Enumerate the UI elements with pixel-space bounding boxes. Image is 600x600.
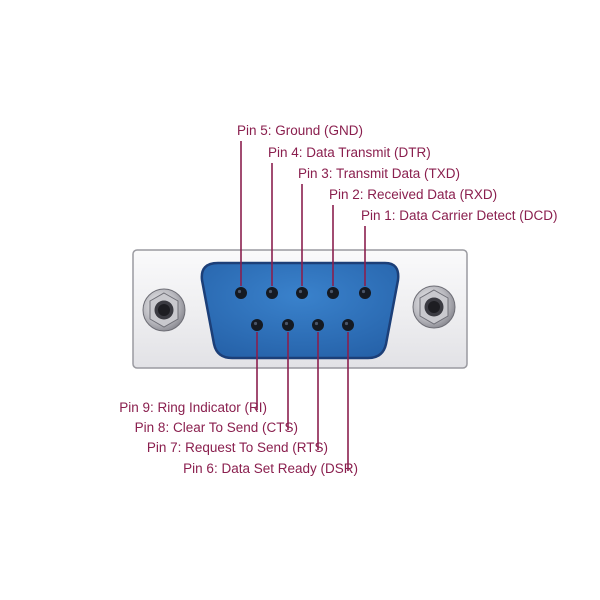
connector-face: [200, 261, 400, 360]
pin-6-contact: [342, 319, 354, 331]
pin-9-label: Pin 9: Ring Indicator (RI): [119, 400, 267, 415]
pin-4-label: Pin 4: Data Transmit (DTR): [268, 145, 431, 160]
pin-7-contact: [312, 319, 324, 331]
pin-4-contact: [266, 287, 278, 299]
pin-3-label: Pin 3: Transmit Data (TXD): [298, 166, 460, 181]
pin-7-label: Pin 7: Request To Send (RTS): [147, 440, 328, 455]
pin-8-contact: [282, 319, 294, 331]
pin-5-contact: [235, 287, 247, 299]
pin-2-contact: [327, 287, 339, 299]
pin-5-label: Pin 5: Ground (GND): [237, 123, 363, 138]
right-screw-icon: [412, 285, 456, 329]
pin-1-label: Pin 1: Data Carrier Detect (DCD): [361, 208, 558, 223]
pin-2-label: Pin 2: Received Data (RXD): [329, 187, 497, 202]
left-screw-icon: [142, 288, 186, 332]
pin-6-label: Pin 6: Data Set Ready (DSR): [183, 461, 358, 476]
pin-8-label: Pin 8: Clear To Send (CTS): [135, 420, 298, 435]
pin-1-contact: [359, 287, 371, 299]
pin-9-contact: [251, 319, 263, 331]
pin-3-contact: [296, 287, 308, 299]
